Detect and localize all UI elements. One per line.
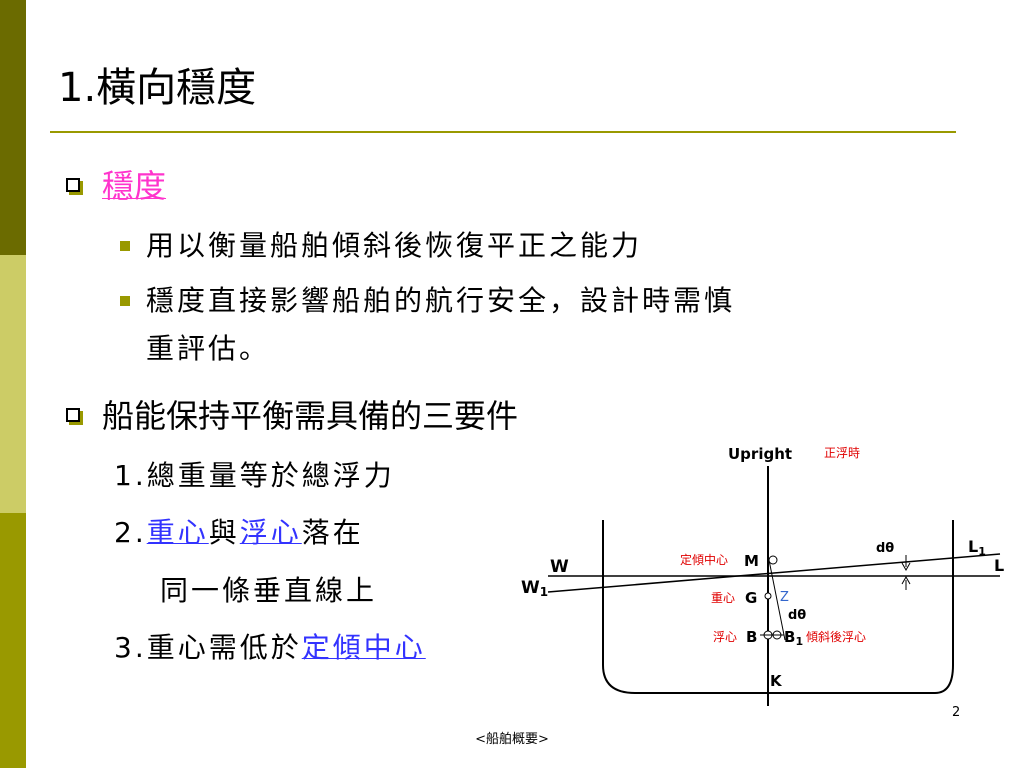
l-label: L [994, 556, 1004, 575]
requirement-text: 落在 [301, 516, 364, 549]
section1-item: 穩度直接影響船舶的航行安全，設計時需慎 [146, 284, 736, 317]
dtheta-lower-label: dθ [788, 608, 806, 623]
upright-label: Upright [728, 445, 792, 463]
buoyancy-label: B [746, 628, 757, 646]
slide-title: 1.橫向穩度 [58, 62, 256, 114]
z-label: Z [780, 590, 789, 605]
left-stripe-middle [0, 255, 26, 513]
square-bullet-icon [66, 178, 80, 192]
gravity-point [764, 592, 772, 600]
slide-footer: <船舶概要> [475, 732, 549, 747]
waterline-inclined [547, 553, 1001, 593]
requirement-2: 2.重心與浮心落在 [114, 513, 364, 553]
requirement-number: 3. [114, 631, 147, 664]
buoyancy-inclined-label: B1 [784, 628, 803, 648]
requirement-text: 重心需低於 [146, 631, 302, 664]
section1-item: 用以衡量船舶傾斜後恢復平正之能力 [146, 229, 643, 262]
buoyancy-line [768, 559, 786, 641]
buoyancy-inclined-zh-label: 傾斜後浮心 [806, 630, 866, 644]
square-bullet-icon [66, 408, 80, 422]
requirement-text: 與 [208, 516, 240, 549]
center-of-buoyancy-link[interactable]: 浮心 [239, 516, 302, 549]
section2-heading: 船能保持平衡需具備的三要件 [102, 397, 519, 435]
w1-label: W1 [521, 578, 548, 599]
requirement-3: 3.重心需低於定傾中心 [114, 628, 426, 668]
center-of-gravity-link[interactable]: 重心 [146, 516, 209, 549]
arrow-head-icon [901, 562, 911, 572]
keel-label: K [770, 672, 783, 690]
w-label: W [550, 557, 569, 577]
title-divider [50, 131, 956, 133]
upright-zh-label: 正浮時 [824, 446, 860, 460]
square-bullet-small-icon [120, 296, 130, 306]
requirement-number: 1. [114, 459, 147, 492]
section1-heading[interactable]: 穩度 [102, 164, 166, 208]
left-stripe-top [0, 0, 26, 255]
gravity-zh-label: 重心 [711, 591, 735, 605]
gravity-label: G [745, 589, 757, 607]
left-stripe-bottom [0, 513, 26, 768]
square-bullet-small-icon [120, 241, 130, 251]
metacenter-zh-label: 定傾中心 [680, 552, 728, 567]
requirement-2-continuation: 同一條垂直線上 [160, 574, 378, 607]
l1-label: L1 [968, 537, 986, 558]
metacenter-link[interactable]: 定傾中心 [301, 631, 426, 664]
requirement-text: 總重量等於總浮力 [146, 459, 395, 492]
section1-item-continuation: 重評估。 [146, 332, 271, 365]
buoyancy-zh-label: 浮心 [713, 630, 737, 644]
hull-outline [602, 520, 954, 694]
title-text: 橫向穩度 [96, 65, 257, 111]
metacenter-point [768, 555, 778, 565]
dtheta-upper-label: dθ [876, 541, 894, 556]
requirement-1: 1.總重量等於總浮力 [114, 456, 395, 496]
stability-link[interactable]: 穩度 [102, 167, 167, 205]
page-number: 2 [952, 705, 961, 720]
metacenter-label: M [744, 552, 759, 570]
requirement-number: 2. [114, 516, 147, 549]
arrow-head-icon [901, 575, 911, 585]
stability-diagram: Upright 正浮時 定傾中心 M 重心 G Z dθ dθ 浮心 B B1 … [521, 445, 1004, 706]
title-number: 1. [58, 65, 97, 111]
